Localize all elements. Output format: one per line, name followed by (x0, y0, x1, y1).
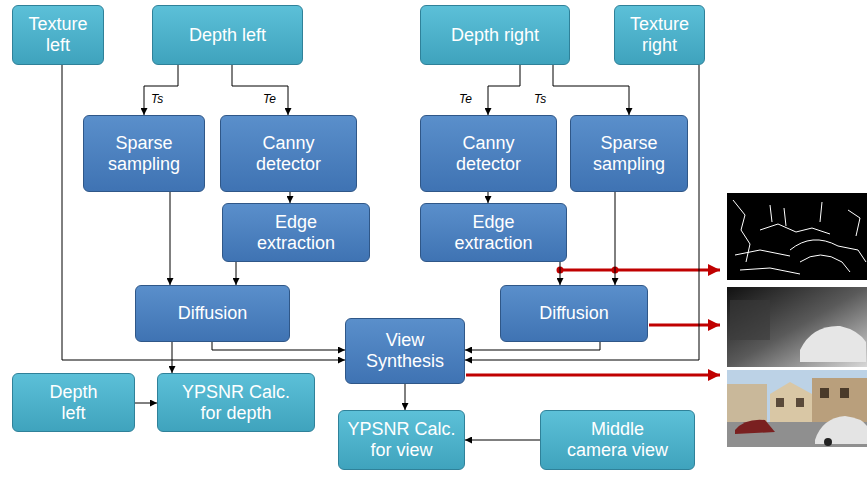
callout-arrows (466, 270, 720, 375)
synthesized-view-picture (727, 370, 867, 447)
box-label: Sparse sampling (94, 133, 194, 174)
threshold-label: Ts (533, 92, 547, 106)
process-box: Diffusion (135, 285, 290, 342)
depth-map-picture (727, 287, 867, 367)
box-label: View Synthesis (355, 330, 455, 371)
flow-arrow (144, 65, 178, 115)
flow-arrow (553, 65, 629, 115)
box-label: YPSNR Calc. for view (345, 419, 458, 460)
box-label: Depth right (451, 25, 539, 46)
edge-map-picture (727, 193, 867, 280)
process-box: Sparse sampling (83, 115, 205, 192)
flow-arrow (405, 384, 406, 410)
box-label: Canny detector (439, 133, 539, 174)
flow-arrow (135, 403, 157, 404)
box-label: YPSNR Calc. for depth (179, 382, 294, 423)
flow-arrow (560, 262, 561, 285)
box-label: Edge extraction (439, 212, 549, 253)
process-box: Canny detector (420, 115, 557, 192)
process-box: Diffusion (500, 285, 648, 342)
flow-arrow (212, 342, 345, 350)
data-box: Depth left (12, 373, 135, 432)
threshold-label: Ts (150, 92, 164, 106)
process-box: Sparse sampling (570, 115, 688, 192)
box-label: Depth left (39, 382, 109, 423)
data-box: Depth left (152, 5, 303, 65)
process-box: Edge extraction (222, 203, 370, 262)
flow-arrow (232, 65, 288, 115)
process-box: Canny detector (220, 115, 357, 192)
threshold-label: Te (262, 92, 277, 106)
flow-arrow (290, 192, 291, 203)
process-box: View Synthesis (345, 318, 465, 384)
flow-arrow (488, 192, 489, 203)
flow-arrow (465, 440, 540, 441)
flow-arrow (465, 342, 600, 350)
box-label: Edge extraction (241, 212, 351, 253)
box-label: Texture right (621, 14, 698, 55)
data-box: YPSNR Calc. for depth (157, 373, 315, 432)
process-box: Edge extraction (420, 203, 567, 262)
flow-arrow (172, 342, 173, 373)
box-label: Diffusion (178, 303, 248, 324)
box-label: Middle camera view (565, 419, 670, 460)
box-label: Diffusion (539, 303, 609, 324)
box-label: Texture left (19, 14, 97, 55)
data-box: YPSNR Calc. for view (338, 410, 465, 470)
box-label: Depth left (189, 25, 266, 46)
flow-arrow (615, 192, 616, 285)
box-label: Sparse sampling (579, 133, 679, 174)
flow-arrow (170, 192, 171, 285)
data-box: Texture left (12, 5, 104, 65)
data-box: Depth right (420, 5, 570, 65)
data-box: Middle camera view (540, 410, 695, 470)
data-box: Texture right (614, 5, 705, 65)
threshold-label: Te (458, 92, 473, 106)
flow-arrow (488, 65, 520, 115)
box-label: Canny detector (239, 133, 339, 174)
flow-arrow (236, 262, 237, 285)
